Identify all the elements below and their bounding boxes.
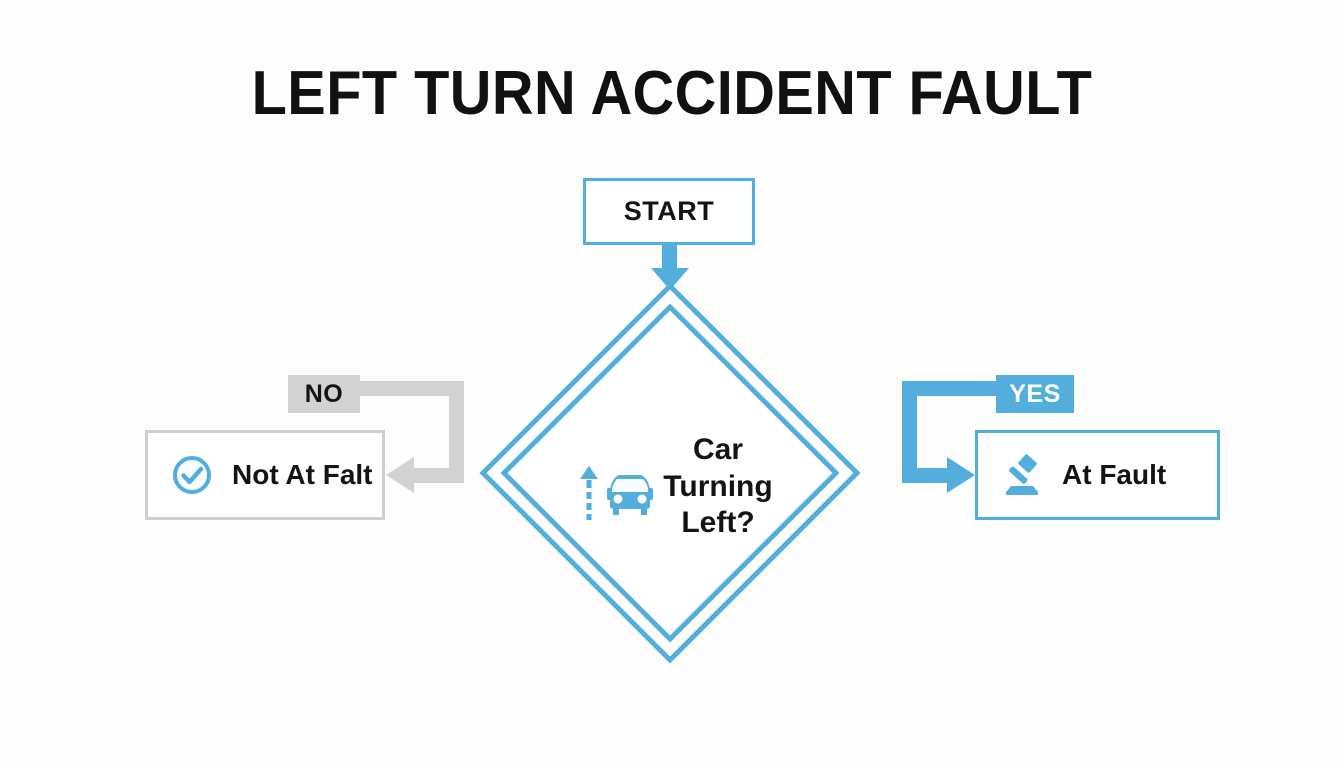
flowchart-node-not-at-fault[interactable]: Not At Falt xyxy=(145,430,385,520)
decision-content: Car Turning Left? xyxy=(478,281,862,665)
not-at-fault-label: Not At Falt xyxy=(232,459,373,490)
branch-label-yes: YES xyxy=(996,375,1074,413)
branch-label-yes-text: YES xyxy=(1009,379,1061,408)
decision-diamond-shape xyxy=(479,282,861,664)
branch-label-no: NO xyxy=(288,375,360,413)
page-title: LEFT TURN ACCIDENT FAULT xyxy=(251,59,1093,128)
car-front-icon xyxy=(579,462,655,520)
decision-node-label: Car Turning Left? xyxy=(663,433,773,540)
start-node-label: START xyxy=(623,196,715,226)
gavel-icon xyxy=(1000,453,1044,497)
at-fault-label: At Fault xyxy=(1062,459,1167,490)
branch-label-no-text: NO xyxy=(304,379,344,408)
flowchart-node-decision[interactable]: Car Turning Left? xyxy=(478,281,862,665)
flowchart-node-start[interactable]: START xyxy=(583,178,755,245)
check-circle-icon xyxy=(170,453,214,497)
flowchart-node-at-fault[interactable]: At Fault xyxy=(975,430,1220,520)
dashed-up-arrow-icon xyxy=(580,466,599,520)
